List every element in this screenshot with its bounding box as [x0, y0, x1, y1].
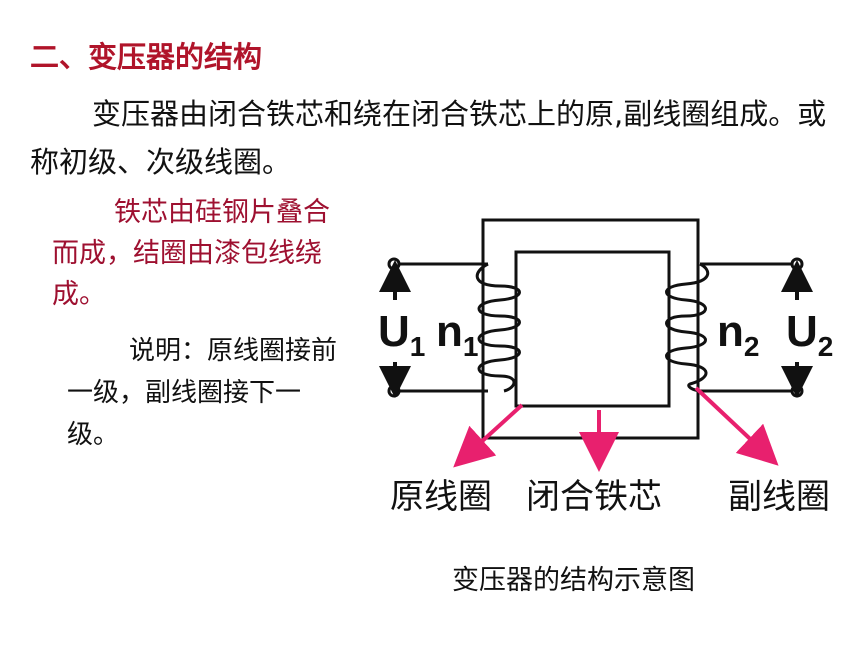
n2-label: n2: [717, 307, 759, 362]
primary-coil-label: 原线圈: [390, 477, 492, 517]
primary-coil: [475, 262, 521, 393]
primary-pointer-arrow: [453, 403, 524, 468]
u1-label: U1: [378, 307, 425, 362]
explanation-paragraph: 说明：原线圈接前一级，副线圈接下一级。: [67, 336, 338, 450]
n1-label: n1: [436, 307, 478, 362]
secondary-coil: [665, 262, 710, 393]
secondary-pointer-arrow: [694, 386, 779, 466]
intro-paragraph: 变压器由闭合铁芯和绕在闭合铁芯上的原,副线圈组成。或称初级、次级线圈。: [30, 97, 827, 179]
pointer-arrows: [453, 386, 779, 472]
core-note-paragraph: 铁芯由硅钢片叠合而成，结圈由漆包线绕成。: [52, 197, 330, 310]
core-label: 闭合铁芯: [526, 477, 662, 517]
secondary-coil-label: 副线圈: [728, 477, 830, 517]
u2-label: U2: [786, 307, 833, 362]
iron-core: [481, 218, 700, 440]
section-heading: 二、变压器的结构: [30, 40, 263, 74]
diagram-caption: 变压器的结构示意图: [452, 565, 695, 596]
